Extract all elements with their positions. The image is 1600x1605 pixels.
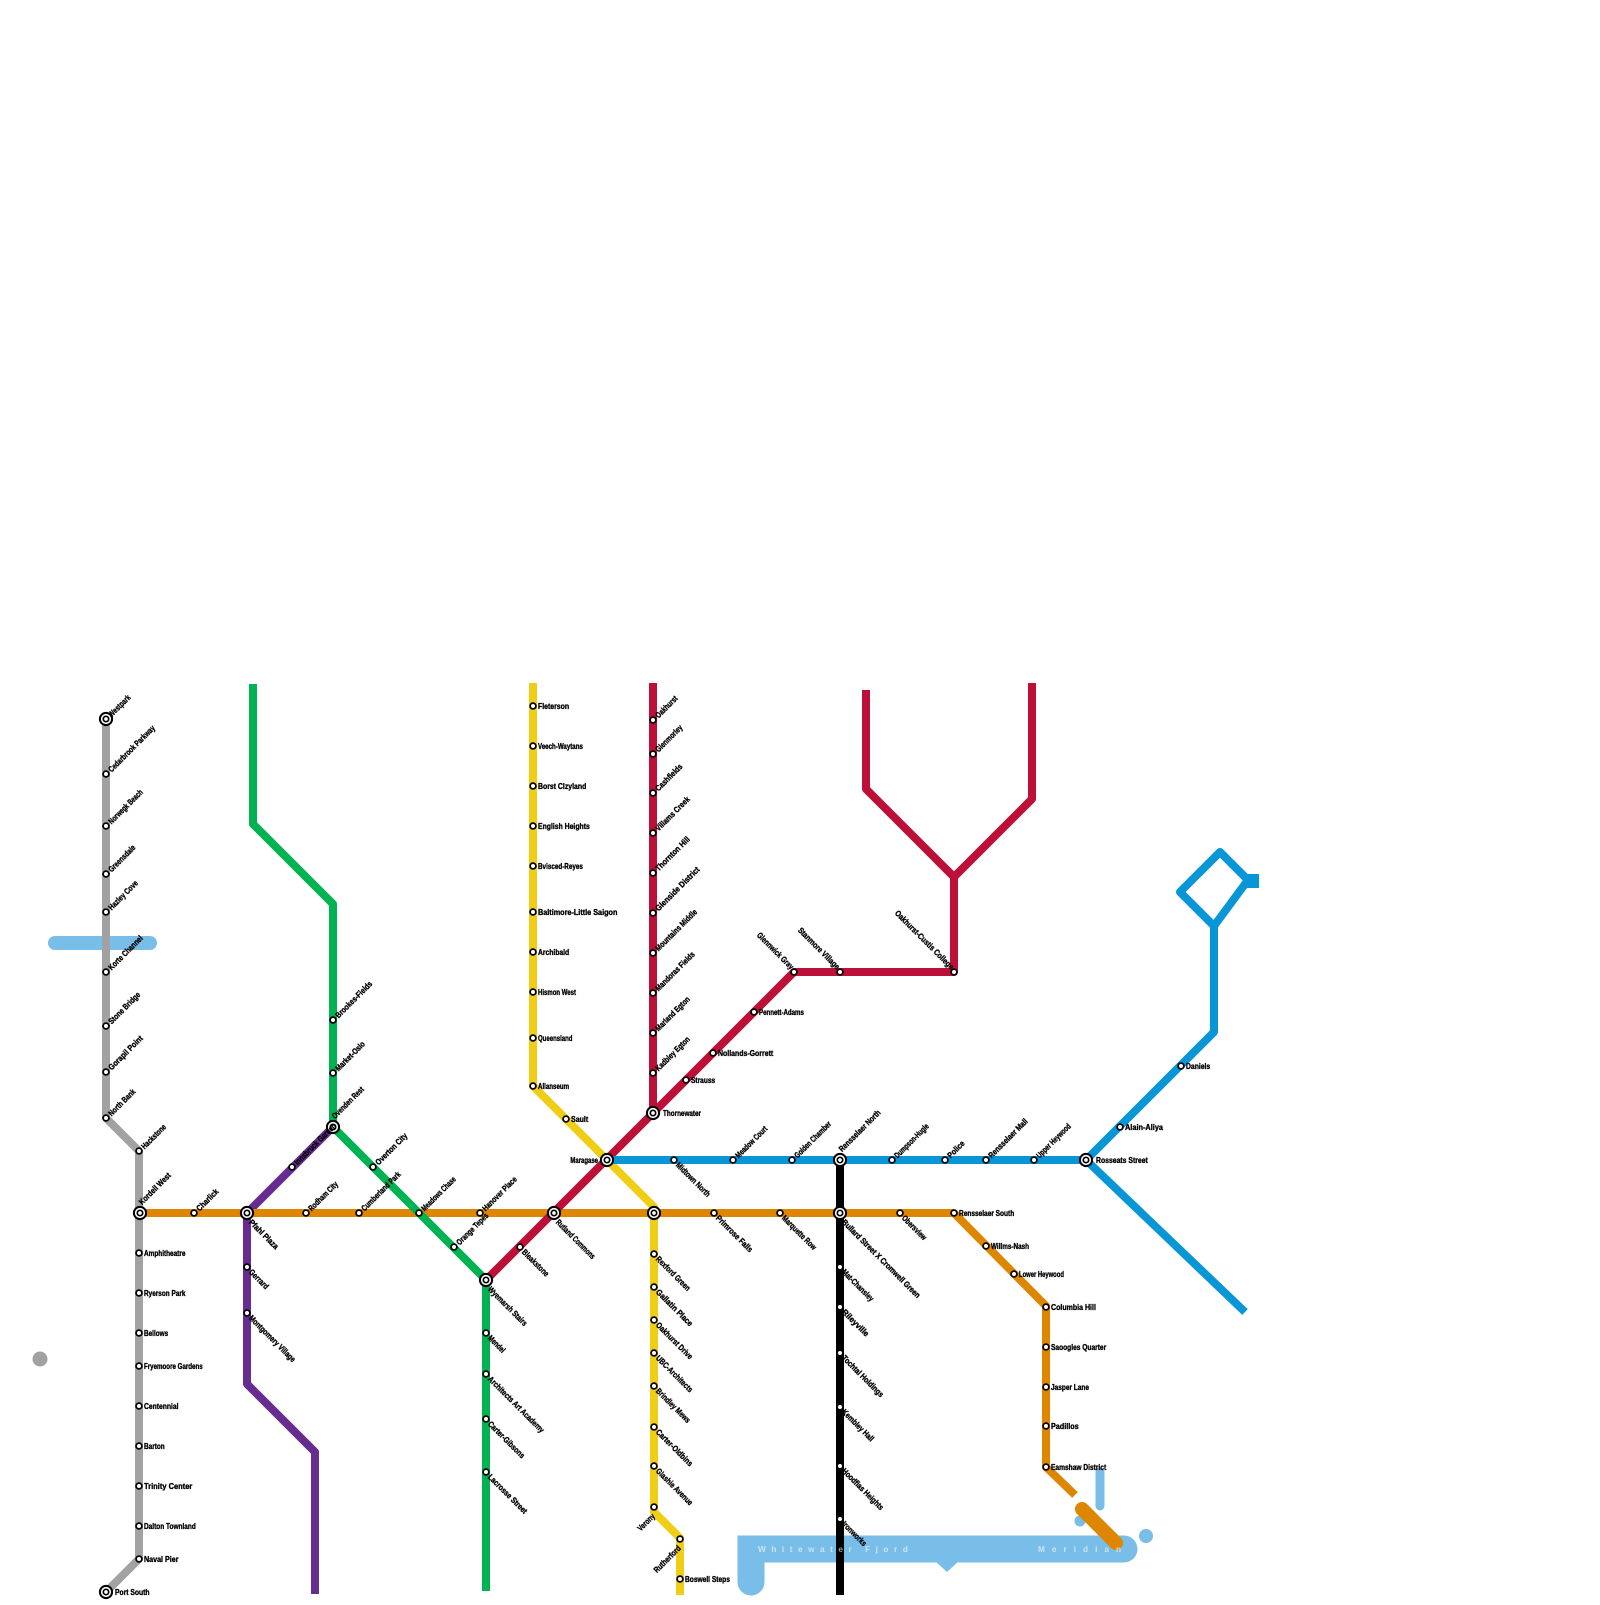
svg-text:Fleterson: Fleterson xyxy=(538,701,569,711)
svg-text:Ryerson Park: Ryerson Park xyxy=(144,1288,186,1298)
svg-text:Fryemoore Gardens: Fryemoore Gardens xyxy=(144,1361,203,1371)
svg-text:Nollands-Gorrett: Nollands-Gorrett xyxy=(718,1048,773,1058)
svg-text:Veech-Waytans: Veech-Waytans xyxy=(538,741,583,751)
svg-text:Meridian: Meridian xyxy=(1038,1544,1128,1554)
svg-text:Queensland: Queensland xyxy=(538,1033,573,1043)
svg-text:Trinity Center: Trinity Center xyxy=(144,1481,193,1491)
svg-text:Borst Clzyland: Borst Clzyland xyxy=(538,781,586,791)
svg-text:Boswell Steps: Boswell Steps xyxy=(685,1574,730,1584)
svg-text:Daniels: Daniels xyxy=(1186,1061,1211,1071)
svg-text:Allanseum: Allanseum xyxy=(538,1081,569,1091)
svg-text:Baltimore-Little Saigon: Baltimore-Little Saigon xyxy=(538,907,617,917)
svg-text:Sault: Sault xyxy=(571,1114,588,1124)
svg-text:Naval Pier: Naval Pier xyxy=(144,1554,179,1564)
svg-text:Thornewater: Thornewater xyxy=(663,1108,702,1118)
svg-text:Bvisced-Reyes: Bvisced-Reyes xyxy=(538,861,583,871)
svg-text:Eamshaw District: Eamshaw District xyxy=(1051,1462,1106,1472)
svg-text:Amphitheatre: Amphitheatre xyxy=(144,1248,186,1258)
svg-text:Port South: Port South xyxy=(115,1587,150,1597)
svg-text:Columbia Hill: Columbia Hill xyxy=(1051,1302,1096,1312)
svg-text:Bellows: Bellows xyxy=(144,1328,168,1338)
svg-text:Saoogles Quarter: Saoogles Quarter xyxy=(1051,1342,1107,1352)
svg-text:Rosseats Street: Rosseats Street xyxy=(1096,1155,1148,1165)
svg-text:Alain-Aliya: Alain-Aliya xyxy=(1125,1122,1163,1132)
svg-text:Hismon West: Hismon West xyxy=(538,987,576,997)
svg-text:Whitewater Fjord: Whitewater Fjord xyxy=(758,1544,913,1554)
svg-text:Rensselaer South: Rensselaer South xyxy=(959,1208,1014,1218)
svg-text:Pennett-Adams: Pennett-Adams xyxy=(759,1007,804,1017)
svg-text:Strauss: Strauss xyxy=(691,1075,716,1085)
svg-text:English Heights: English Heights xyxy=(538,821,590,831)
svg-text:Dalton Townland: Dalton Townland xyxy=(144,1521,196,1531)
svg-text:Barton: Barton xyxy=(144,1441,165,1451)
svg-text:Maragase: Maragase xyxy=(570,1155,598,1165)
svg-text:Padillos: Padillos xyxy=(1051,1421,1079,1431)
svg-text:Archibald: Archibald xyxy=(538,947,569,957)
svg-text:Lower Heywood: Lower Heywood xyxy=(1019,1269,1064,1279)
svg-text:Centennial: Centennial xyxy=(144,1401,179,1411)
svg-text:Willms-Nash: Willms-Nash xyxy=(991,1241,1029,1251)
svg-text:Jasper Lane: Jasper Lane xyxy=(1051,1382,1089,1392)
